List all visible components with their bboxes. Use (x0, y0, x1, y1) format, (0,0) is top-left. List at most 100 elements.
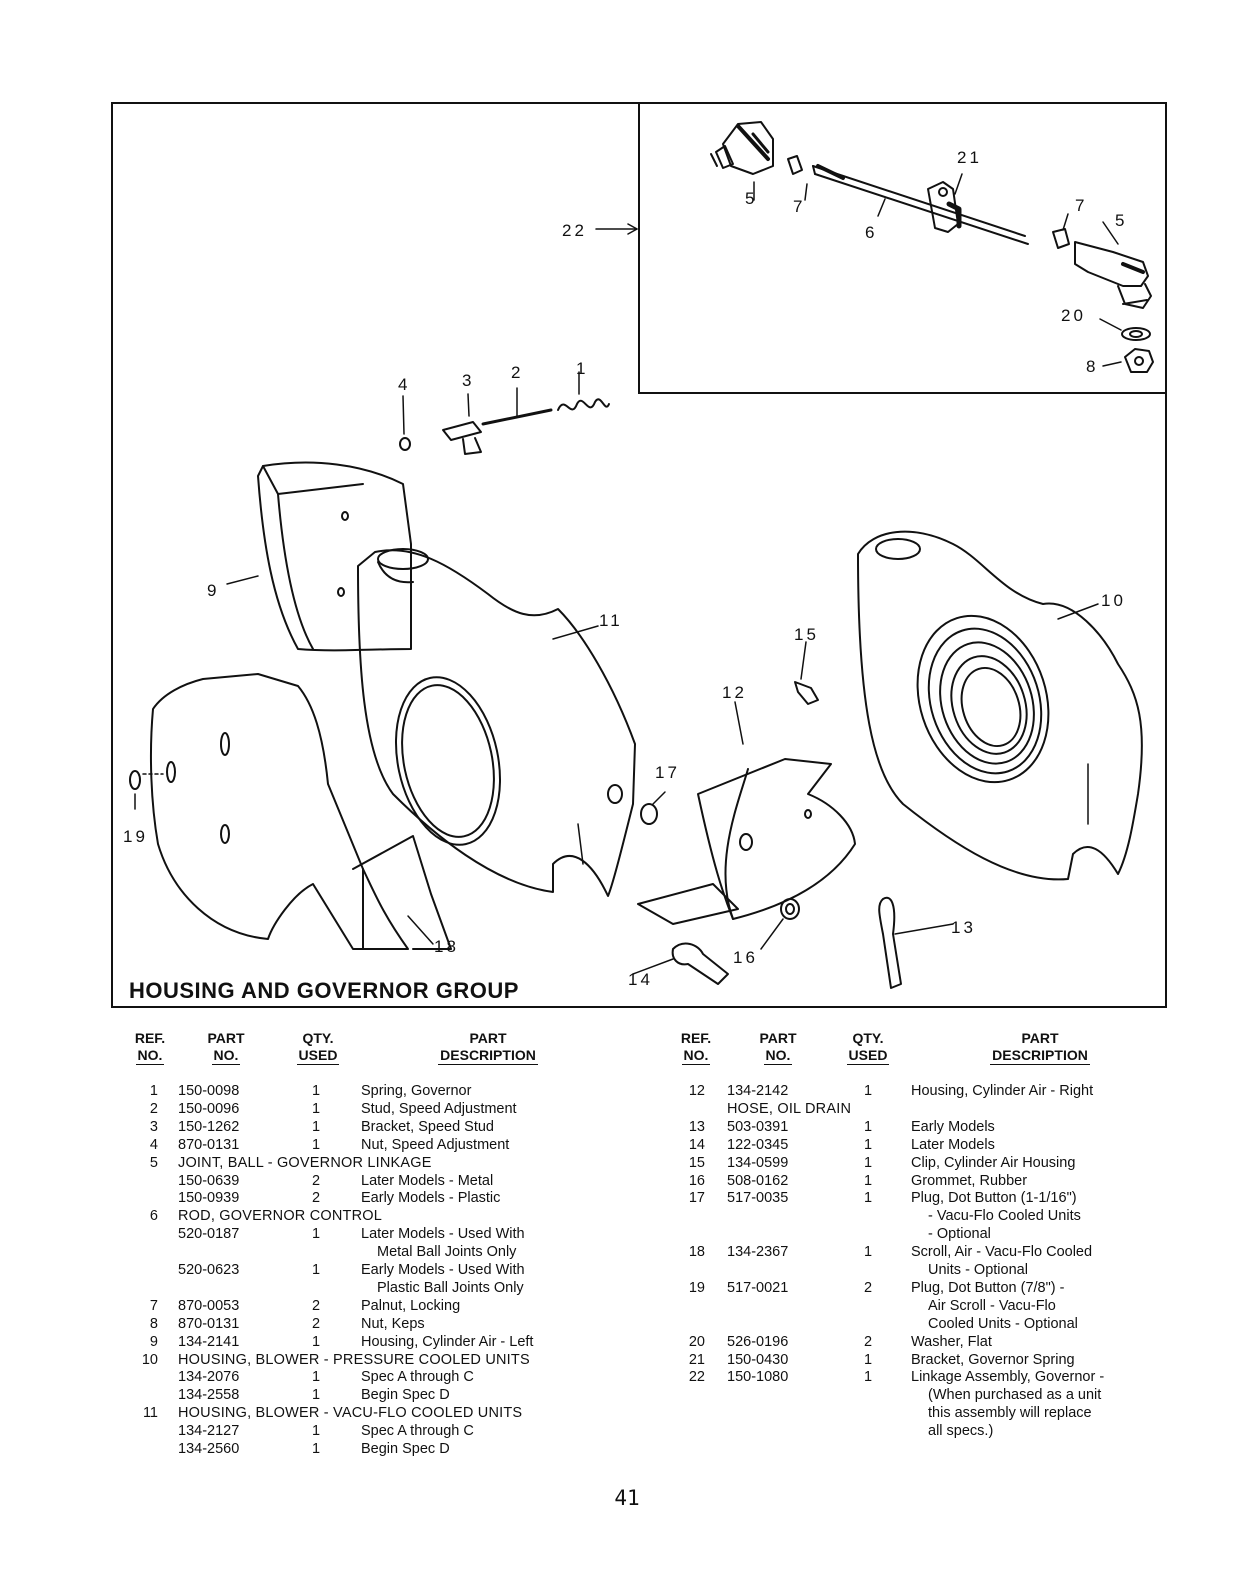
governor-spring-bracket (927, 181, 962, 233)
ref-number: 7 (149, 1297, 158, 1314)
part-description: Housing, Cylinder Air - Left (361, 1333, 534, 1350)
ref-number: 19 (688, 1279, 705, 1296)
part-description: - Optional (928, 1226, 991, 1243)
rubber-grommet (780, 898, 800, 920)
air-scroll (149, 673, 452, 950)
parts-row: this assembly will replace (0, 1404, 1255, 1422)
callout-19: 19 (123, 827, 148, 846)
ref-number: 21 (688, 1351, 705, 1368)
quantity-used: 1 (311, 1118, 321, 1135)
part-description: this assembly will replace (928, 1405, 1092, 1422)
part-description: Later Models - Metal (361, 1172, 494, 1189)
dot-button-plug-1-1-16 (640, 803, 658, 825)
part-description: Plug, Dot Button (7/8") - (911, 1279, 1065, 1296)
part-number: 870-0053 (178, 1297, 240, 1314)
parts-row: Air Scroll - Vacu-Flo (0, 1297, 1255, 1315)
governor-rod (812, 164, 1029, 245)
flat-washer-hole (1129, 330, 1143, 338)
quantity-used: 1 (863, 1369, 873, 1386)
part-description: Spring, Governor (361, 1083, 472, 1099)
quantity-used: 2 (311, 1190, 321, 1207)
part-number: 134-2142 (727, 1083, 789, 1099)
quantity-used: 1 (863, 1244, 873, 1261)
part-description: Begin Spec D (361, 1441, 450, 1457)
oil-drain-hose-later (671, 942, 729, 985)
callout-20: 20 (1061, 306, 1086, 325)
speed-stud (481, 408, 553, 426)
part-description: Air Scroll - Vacu-Flo (928, 1297, 1056, 1314)
group-heading: HOUSING, BLOWER - VACU-FLO COOLED UNITS (178, 1405, 523, 1422)
quantity-used: 1 (311, 1333, 321, 1350)
callout-6: 6 (865, 223, 878, 242)
clip-cylinder-air-housing (794, 681, 819, 705)
quantity-used: 1 (311, 1423, 321, 1440)
quantity-used: 1 (311, 1136, 321, 1153)
parts-row: Cooled Units - Optional (0, 1315, 1255, 1333)
part-description: Early Models - Plastic (361, 1190, 501, 1207)
part-description: Stud, Speed Adjustment (361, 1100, 517, 1117)
callout-7-right: 7 (1075, 196, 1088, 215)
callout-2: 2 (511, 363, 524, 382)
callout-5-right: 5 (1115, 211, 1128, 230)
part-description: Later Models - Used With (361, 1226, 525, 1243)
part-number: 526-0196 (727, 1333, 789, 1350)
governor-spring (557, 398, 610, 411)
quantity-used: 1 (311, 1083, 321, 1099)
blower-housing-vacu-flo (357, 548, 636, 897)
diagram-drawing (129, 121, 1154, 989)
part-number: 150-0639 (178, 1172, 240, 1189)
ref-number: 20 (688, 1333, 705, 1350)
parts-row: HOSE, OIL DRAIN (0, 1100, 1255, 1118)
part-description: Nut, Speed Adjustment (361, 1136, 510, 1153)
header-ref-right: REF.NO. (680, 1030, 712, 1065)
oil-drain-hose-early (878, 896, 902, 989)
callout-7-left: 7 (793, 197, 806, 216)
speed-adjustment-nut (399, 437, 411, 451)
ref-number: 2 (149, 1100, 158, 1117)
governor-linkage-assembly (710, 121, 1154, 373)
inset-leaders (595, 173, 1122, 367)
part-number: 520-0623 (178, 1262, 240, 1278)
callout-21: 21 (957, 148, 982, 167)
part-description: Early Models - Used With (361, 1262, 525, 1278)
parts-row: Metal Ball Joints Only (0, 1243, 620, 1261)
ref-number: 14 (688, 1136, 705, 1153)
parts-row: all specs.) (0, 1422, 1255, 1440)
part-description: Spec A through C (361, 1369, 474, 1386)
group-heading: HOUSING, BLOWER - PRESSURE COOLED UNITS (178, 1351, 530, 1368)
callout-18: 18 (434, 937, 459, 956)
quantity-used: 1 (311, 1226, 321, 1243)
part-number: 122-0345 (727, 1136, 789, 1153)
part-number: 134-2141 (178, 1333, 240, 1350)
callout-14: 14 (628, 970, 653, 989)
quantity-used: 1 (863, 1083, 873, 1099)
part-number: 520-0187 (178, 1226, 240, 1243)
palnut-right (1052, 228, 1070, 249)
part-description: Clip, Cylinder Air Housing (911, 1154, 1076, 1171)
callout-5-left: 5 (745, 189, 758, 208)
part-description: Later Models (911, 1136, 995, 1153)
part-number: 150-0096 (178, 1100, 240, 1117)
header-ref-left: REF.NO. (134, 1030, 166, 1065)
quantity-used: 1 (311, 1100, 321, 1117)
header-qty-left: QTY.USED (296, 1030, 340, 1065)
speed-adjustment-parts (399, 398, 610, 455)
part-description: Begin Spec D (361, 1387, 450, 1404)
cylinder-air-housing-left (257, 461, 412, 652)
callout-3: 3 (462, 371, 475, 390)
callout-10: 10 (1101, 591, 1126, 610)
part-number: 870-0131 (178, 1315, 240, 1332)
